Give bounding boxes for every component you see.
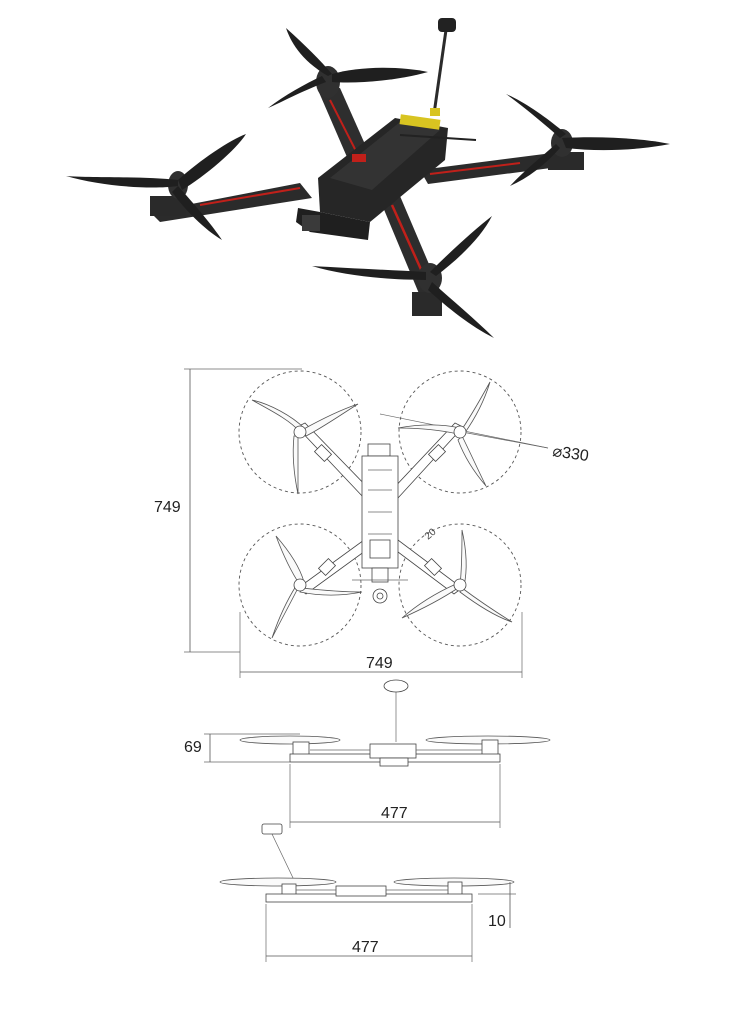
prop-rear-right (401, 529, 513, 623)
front-width-dimension: 477 (381, 805, 408, 822)
prop-front-left (251, 399, 359, 495)
prop-diameter-dimension: ⌀330 (551, 443, 589, 465)
side-width-dimension: 477 (352, 939, 379, 956)
render-motor-top (268, 28, 428, 108)
top-view-arms (296, 422, 464, 595)
top-view: 749 749 ⌀330 (154, 368, 590, 678)
side-prop-left (219, 877, 337, 887)
render-motor-left (66, 134, 246, 240)
drone-3d-render (66, 18, 670, 338)
prop-front-right (397, 381, 491, 487)
prop-circle-rear-left (238, 523, 362, 647)
render-frame (296, 114, 477, 240)
antenna-icon (430, 18, 456, 116)
render-motor-right (506, 94, 670, 186)
top-width-dimension: 749 (366, 655, 393, 672)
small-offset-label: 20 (423, 526, 439, 542)
top-view-frame: 20 (352, 443, 439, 604)
prop-circle-rear-right (398, 523, 522, 647)
side-view: 10 477 (219, 823, 516, 962)
prop-rear-left (271, 535, 363, 639)
prop-circle-front-left (238, 370, 362, 494)
prop-circle-front-right (398, 370, 522, 494)
top-height-dimension: 749 (154, 499, 181, 516)
front-height-dimension: 69 (184, 739, 202, 756)
front-prop-left (239, 735, 341, 745)
front-view: 69 477 (184, 679, 551, 828)
render-motor-bottom (312, 216, 494, 338)
side-offset-dimension: 10 (488, 913, 506, 930)
